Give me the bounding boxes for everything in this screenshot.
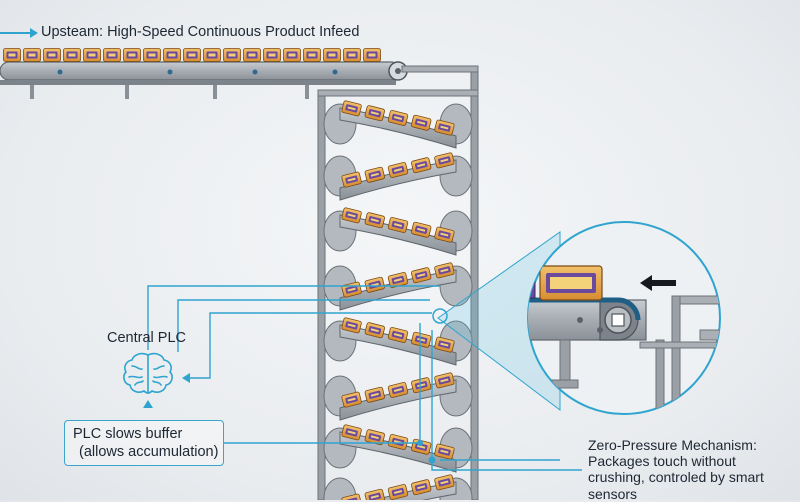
infeed-arrow (0, 28, 38, 38)
package (364, 49, 381, 62)
conveyor-leg (30, 85, 34, 99)
mechanism-line3: crushing, controled by smart (588, 469, 764, 485)
package (124, 49, 141, 62)
plc-label: Central PLC (107, 330, 186, 347)
plc-action-box: PLC slows buffer (allows accumulation) (64, 420, 224, 466)
package (244, 49, 261, 62)
plc-action-line2: (allows accumulation) (79, 444, 218, 461)
package (365, 489, 385, 500)
package (164, 49, 181, 62)
package (304, 49, 321, 62)
package (64, 49, 81, 62)
belt-roller (58, 70, 63, 75)
package (4, 49, 21, 62)
belt-roller (168, 70, 173, 75)
belt-roller (333, 70, 338, 75)
package (264, 49, 281, 62)
conveyor-leg (305, 85, 309, 99)
package (24, 49, 41, 62)
package (184, 49, 201, 62)
package (204, 49, 221, 62)
infeed-title: Upsteam: High-Speed Continuous Product I… (41, 24, 359, 41)
package (84, 49, 101, 62)
package (224, 49, 241, 62)
mechanism-line2: Packages touch without (588, 453, 764, 469)
package (344, 49, 361, 62)
conveyor-leg (213, 85, 217, 99)
conveyor-leg (125, 85, 129, 99)
package (144, 49, 161, 62)
mechanism-line1: Zero-Pressure Mechanism: (588, 437, 764, 453)
package (284, 49, 301, 62)
plc-action-line1: PLC slows buffer (73, 426, 182, 443)
brain-icon (120, 350, 176, 398)
package (324, 49, 341, 62)
package (104, 49, 121, 62)
package (44, 49, 61, 62)
mechanism-caption: Zero-Pressure Mechanism: Packages touch … (588, 437, 764, 502)
belt-roller (253, 70, 258, 75)
